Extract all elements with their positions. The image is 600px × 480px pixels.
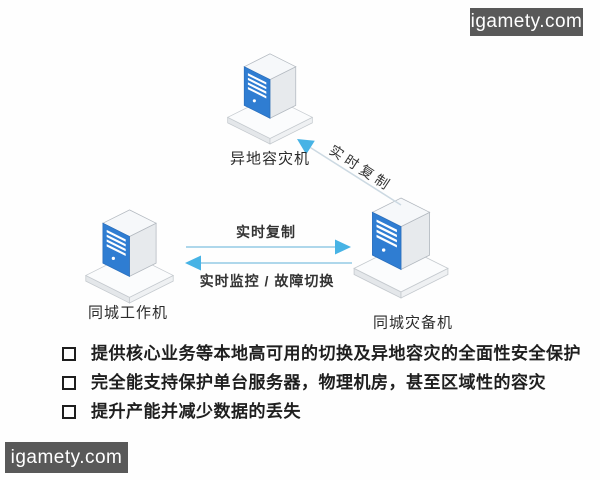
bullet-square-icon bbox=[62, 376, 76, 391]
server-label-local-standby: 同城灾备机 bbox=[372, 314, 454, 332]
bullet-text: 提供核心业务等本地高可用的切换及异地容灾的全面性安全保护 bbox=[91, 344, 581, 363]
feature-bullet-list: 提供核心业务等本地高可用的切换及异地容灾的全面性安全保护 完全能支持保护单台服务… bbox=[62, 344, 581, 431]
watermark-top-text: igamety.com bbox=[470, 11, 583, 32]
bullet-text: 完全能支持保护单台服务器，物理机房，甚至区域性的容灾 bbox=[91, 373, 546, 393]
bullet-square-icon bbox=[62, 405, 76, 420]
link-label-monitor-failover: 实时监控 / 故障切换 bbox=[199, 273, 335, 289]
watermark-top: igamety.com bbox=[470, 8, 583, 36]
bullet-item: 完全能支持保护单台服务器，物理机房，甚至区域性的容灾 bbox=[62, 373, 572, 392]
link-label-replication-horizontal: 实时复制 bbox=[236, 224, 296, 240]
bullet-item: 提升产能并减少数据的丢失 bbox=[62, 402, 572, 421]
watermark-bottom: igamety.com bbox=[5, 442, 128, 473]
server-label-local-primary: 同城工作机 bbox=[87, 304, 169, 322]
bullet-square-icon bbox=[62, 347, 76, 361]
arrow-replication-horizontal bbox=[186, 239, 351, 255]
arrow-replication-diagonal bbox=[297, 139, 402, 206]
server-icon-local-standby bbox=[353, 197, 449, 299]
server-label-remote: 异地容灾机 bbox=[229, 150, 311, 168]
server-icon-local-primary bbox=[85, 209, 174, 304]
bullet-item: 提供核心业务等本地高可用的切换及异地容灾的全面性安全保护 bbox=[62, 344, 581, 363]
watermark-bottom-text: igamety.com bbox=[10, 446, 123, 468]
arrow-monitor-failover bbox=[185, 255, 352, 271]
bullet-text: 提升产能并减少数据的丢失 bbox=[91, 402, 301, 422]
server-icon-remote bbox=[227, 53, 313, 145]
